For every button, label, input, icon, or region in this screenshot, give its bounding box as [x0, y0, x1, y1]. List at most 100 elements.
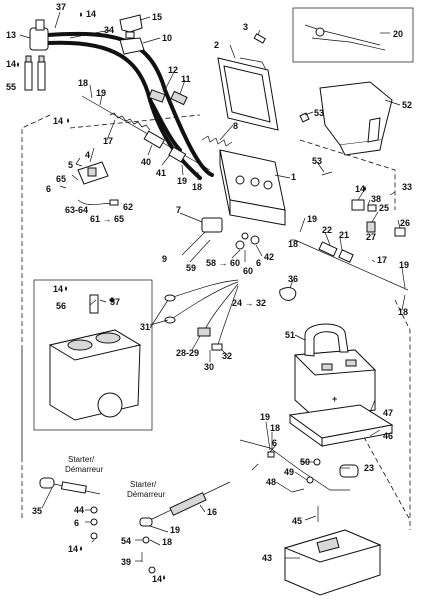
callout-51: 51 [285, 330, 295, 340]
washer-18-right [267, 451, 275, 458]
callout-3: 3 [243, 22, 248, 32]
washer-18-bottom [142, 536, 150, 544]
callout-37: 37 [56, 2, 66, 12]
spark-plugs-55 [24, 55, 46, 91]
pliers-inset-20 [292, 7, 414, 63]
washer-44 [90, 506, 98, 514]
callout-27: 27 [366, 232, 376, 242]
callout-20: 20 [393, 29, 403, 39]
cable-end-fitting [29, 19, 49, 51]
electrical-box-1 [219, 149, 286, 226]
callout-65: 65 [56, 174, 66, 184]
starter-label-left-1: Starter/ [68, 455, 95, 464]
nut-14-bottom [90, 532, 98, 540]
callout-56: 56 [56, 301, 66, 311]
callout-19-d: 19 [399, 260, 409, 270]
callout-labels: 37 14 13 34 15 10 3 2 20 14 12 11 55 18 … [6, 2, 412, 584]
nut-14-bottom-2 [148, 566, 156, 574]
nut-60 [235, 240, 245, 250]
connector-62 [109, 199, 119, 206]
svg-text:+: + [332, 394, 337, 404]
callout-18-e: 18 [270, 423, 280, 433]
callout-7: 7 [176, 205, 181, 215]
relay-7 [201, 217, 223, 233]
callout-2: 2 [214, 40, 219, 50]
callout-55: 55 [6, 82, 16, 92]
callout-19-e: 19 [260, 412, 270, 422]
mounting-bracket-52 [319, 81, 393, 156]
screw-5 [75, 163, 83, 167]
callout-14-f: 14 [68, 544, 78, 554]
cable-bracket-15 [119, 14, 143, 39]
callout-63-64: 63-64 [65, 205, 88, 215]
callout-43: 43 [262, 553, 272, 563]
callout-21: 21 [339, 230, 349, 240]
callout-42: 42 [264, 252, 274, 262]
callout-60: 60 [243, 266, 253, 276]
callout-18-b: 18 [192, 182, 202, 192]
wiring-harness [164, 279, 239, 351]
callout-32: 32 [222, 351, 232, 361]
callout-39: 39 [121, 557, 131, 567]
callout-53-a: 53 [314, 108, 324, 118]
nut-50 [313, 458, 321, 466]
callout-35: 35 [32, 506, 42, 516]
callout-17-a: 17 [103, 136, 113, 146]
callout-50: 50 [300, 457, 310, 467]
screw-right [251, 463, 259, 471]
callout-19-a: 19 [96, 88, 106, 98]
starter-cable-16 [139, 481, 231, 527]
callout-9: 9 [162, 254, 167, 264]
relay-bracket-4 [77, 161, 109, 185]
callout-6-c: 6 [272, 438, 277, 448]
washer-6-mid [241, 232, 249, 240]
callout-6-a: 6 [46, 184, 51, 194]
callout-8: 8 [233, 121, 238, 131]
callout-18-d: 18 [398, 307, 408, 317]
callout-24-32: 24 → 32 [232, 298, 266, 308]
callout-4: 4 [85, 150, 90, 160]
engine-inset [33, 279, 153, 431]
callout-53-b: 53 [312, 156, 322, 166]
battery-tray-46 [288, 404, 394, 447]
callout-6-d: 6 [74, 518, 79, 528]
callout-11: 11 [181, 74, 191, 84]
callout-12: 12 [168, 65, 178, 75]
callout-18-a: 18 [78, 78, 88, 88]
cable-17-right [294, 239, 409, 291]
callout-59: 59 [186, 263, 196, 273]
callout-26: 26 [400, 218, 410, 228]
starter-label-mid-1: Starter/ [130, 480, 157, 489]
cap-27 [366, 221, 376, 233]
callout-48: 48 [266, 477, 276, 487]
lubricant-drop-icons [17, 12, 366, 580]
starter-label-mid-2: Démarreur [127, 490, 166, 499]
sleeve-11 [170, 90, 188, 106]
callout-33: 33 [402, 182, 412, 192]
nut-49 [306, 476, 314, 484]
callout-30: 30 [204, 362, 214, 372]
callout-61: 61 → 65 [90, 214, 124, 224]
callout-15: 15 [152, 12, 162, 22]
washer-6-bottom [90, 518, 98, 526]
connector-26 [394, 227, 406, 237]
callout-22: 22 [322, 225, 332, 235]
callout-19-c: 19 [307, 214, 317, 224]
battery-cable-right [239, 439, 350, 491]
callout-34: 34 [104, 25, 114, 35]
callout-13: 13 [6, 30, 16, 40]
clamp-10 [119, 37, 145, 55]
callout-6-b: 6 [256, 258, 261, 268]
callout-18-f: 18 [162, 537, 172, 547]
callout-45: 45 [292, 516, 302, 526]
spring-8 [201, 135, 233, 147]
box-cover-2 [217, 57, 279, 131]
callout-36: 36 [288, 274, 298, 284]
callout-14-c: 14 [53, 116, 63, 126]
callout-10: 10 [162, 33, 172, 43]
washer-42 [250, 235, 260, 245]
clip-3 [253, 33, 267, 44]
dashed-link-right [394, 299, 411, 520]
clip-36 [279, 287, 297, 301]
